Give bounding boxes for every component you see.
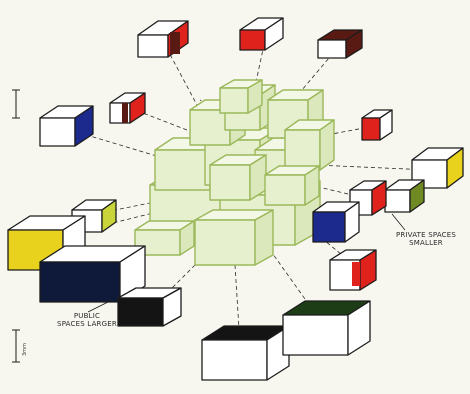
open-slot: [170, 32, 180, 54]
box-green-bottom: [283, 301, 370, 355]
public-label-line1: PUBLIC: [52, 312, 122, 320]
red-slot: [352, 262, 360, 286]
box-top-red: [240, 18, 283, 50]
box-top-left-open: [138, 21, 188, 57]
private-leader-line: [392, 214, 405, 230]
core-block-step: [265, 166, 319, 205]
box-blue-right: [313, 202, 359, 242]
core-block-base: [195, 210, 273, 265]
box-blue-left: [40, 106, 93, 146]
core-block-top: [220, 80, 262, 113]
box-olive-right: [385, 180, 424, 212]
box-black-bottom: [202, 326, 289, 380]
private-label-line1: PRIVATE SPACES: [386, 231, 466, 239]
box-black-left: [118, 288, 181, 326]
public-spaces-annotation: PUBLIC SPACES LARGER: [52, 312, 122, 328]
public-label-line2: SPACES LARGER: [52, 320, 122, 328]
core-block-front: [210, 155, 266, 200]
scale-label: 3mm: [22, 343, 28, 356]
dark-slot: [122, 103, 128, 123]
box-small-red-right: [362, 110, 392, 140]
private-spaces-annotation: PRIVATE SPACES SMALLER: [386, 231, 466, 247]
box-top-maroon: [318, 30, 362, 58]
core-block-right: [285, 120, 334, 170]
private-label-line2: SMALLER: [386, 239, 466, 247]
